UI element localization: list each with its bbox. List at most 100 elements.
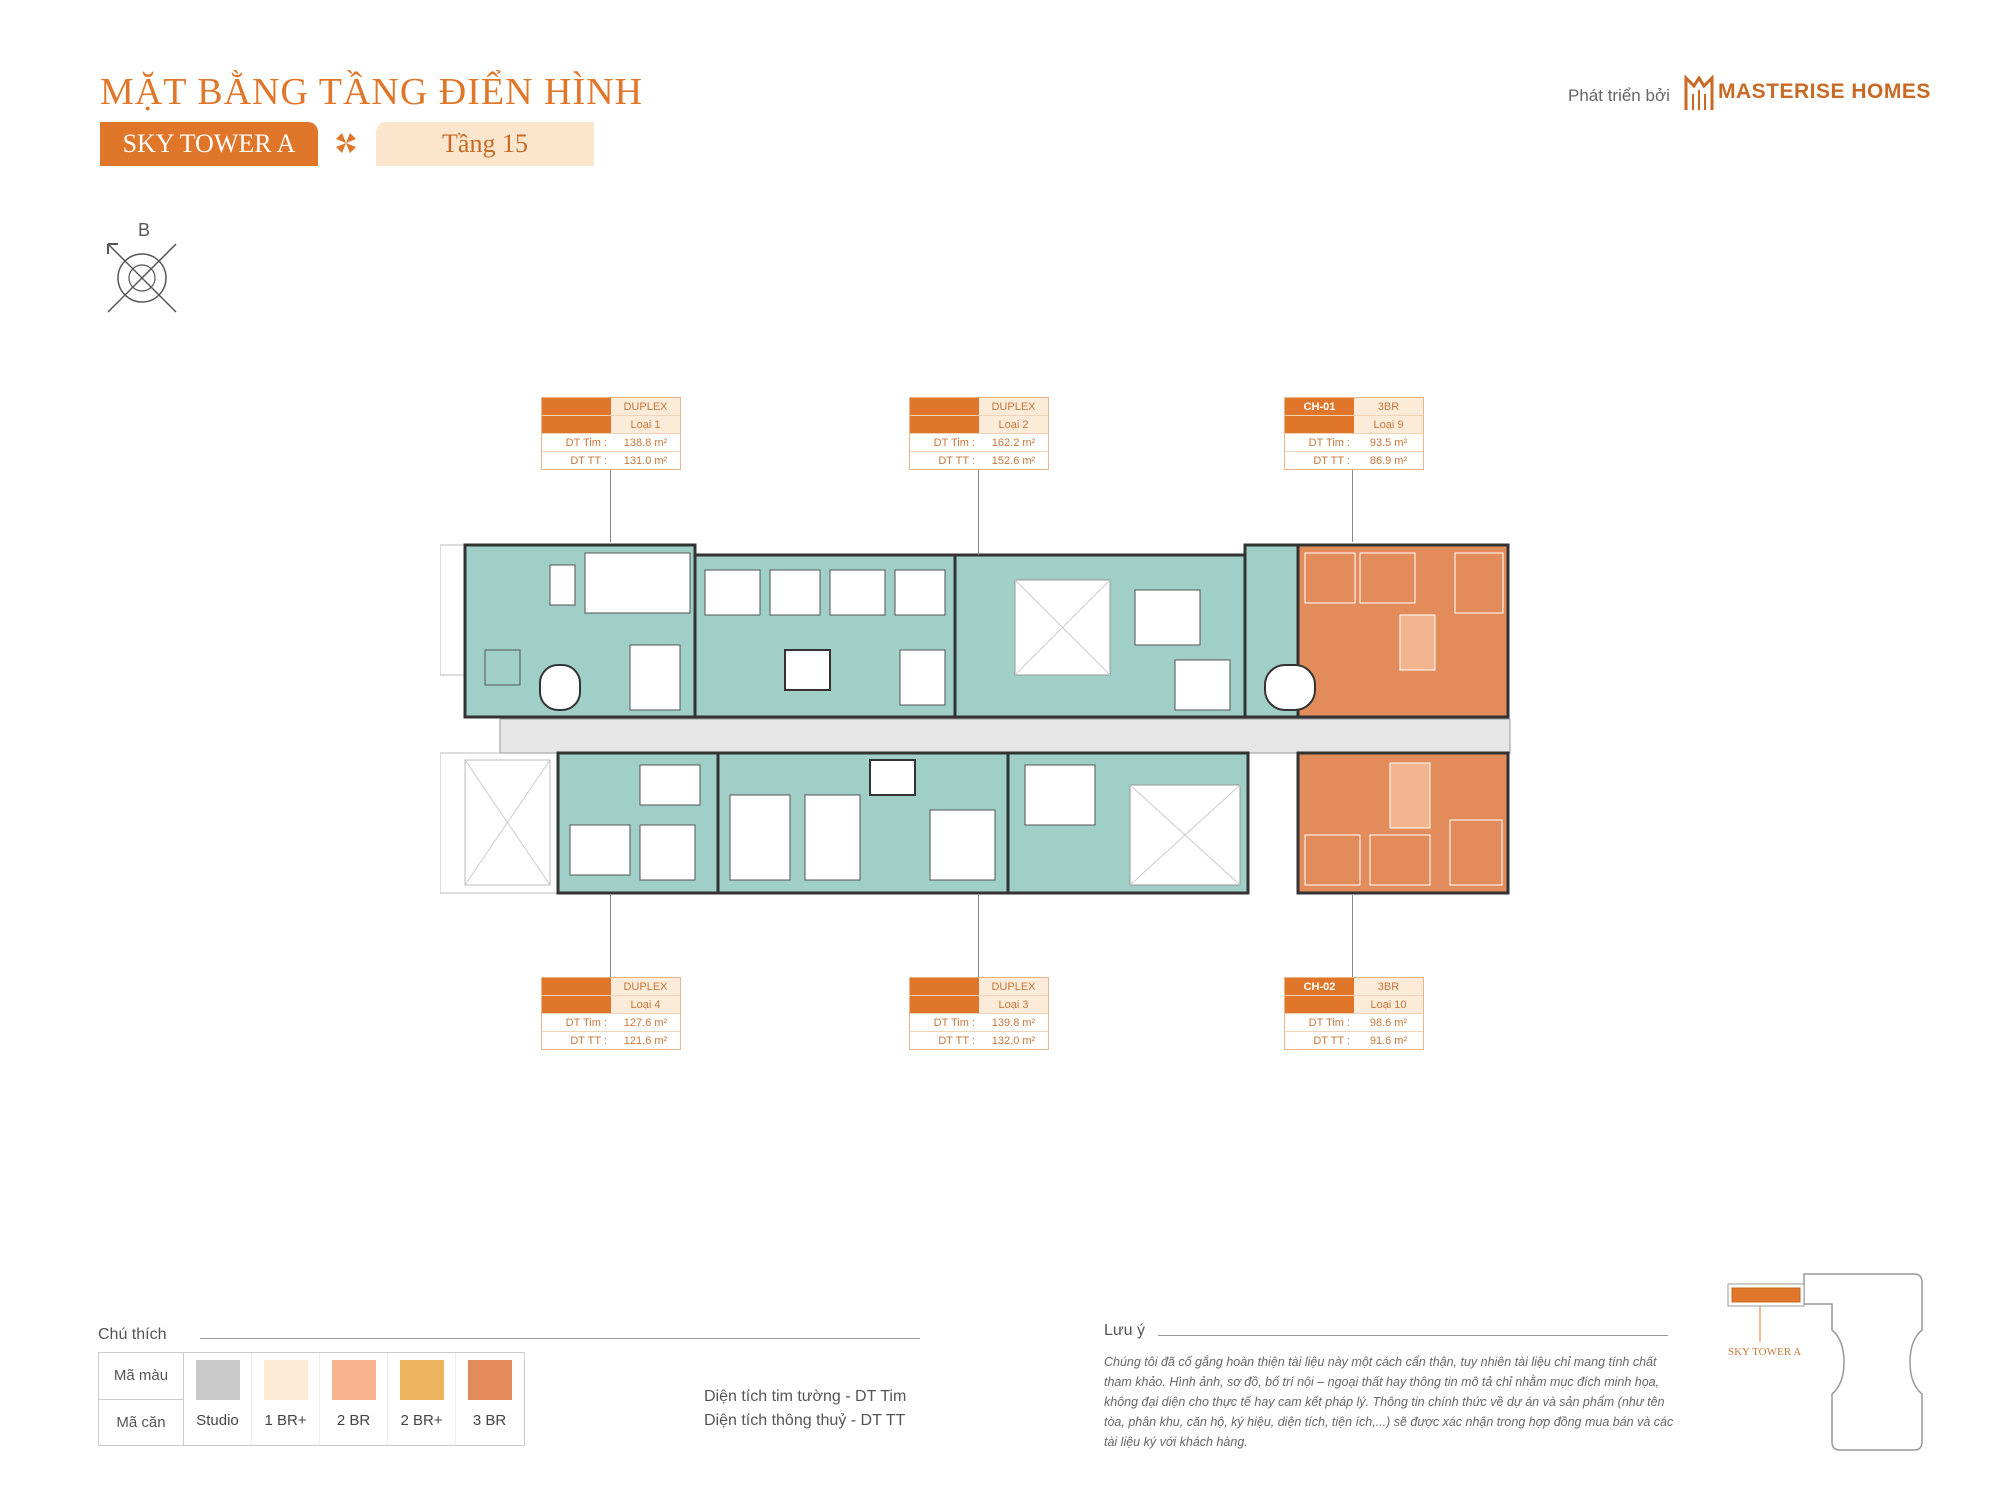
floor-tag: Tầng 15 <box>376 122 594 166</box>
legend-item: 2 BR <box>320 1353 388 1445</box>
area-def-tim: Diện tích tim tường - DT Tim <box>704 1388 907 1405</box>
area-def-tt: Diện tích thông thuỷ - DT TT <box>704 1412 906 1429</box>
legend-swatch <box>467 1360 512 1400</box>
area-key: DT Tim : <box>565 436 607 449</box>
legend-swatch <box>263 1360 308 1400</box>
key-map-label: SKY TOWER A <box>1728 1346 1802 1358</box>
area-value: 139.8 m² <box>991 1016 1036 1029</box>
unit-type: 3BR <box>1354 398 1423 415</box>
area-key: DT Tim : <box>1308 436 1350 449</box>
unit-code <box>542 398 611 415</box>
unit-duplex-top-right <box>953 553 1247 719</box>
page-title: MẶT BẰNG TẦNG ĐIỂN HÌNH <box>100 71 644 113</box>
unit-ch02 <box>1296 751 1510 895</box>
unit-type: 3BR <box>1354 978 1423 995</box>
developer-label: Phát triển bởi <box>1568 86 1670 105</box>
disclaimer-text: Chúng tôi đã cố gắng hoàn thiện tài liệu… <box>1104 1355 1674 1449</box>
tower-tag: SKY TOWER A <box>100 122 318 166</box>
legend-item: 2 BR+ <box>388 1353 456 1445</box>
area-key: DT Tim : <box>933 436 975 449</box>
key-map <box>1727 1273 1923 1451</box>
unit-variant: Loại 9 <box>1354 416 1423 433</box>
area-key: DT TT : <box>1313 454 1350 467</box>
floor-plan <box>440 543 1511 895</box>
area-value: 86.9 m² <box>1369 454 1408 467</box>
divider <box>1158 1335 1668 1336</box>
area-key: DT TT : <box>938 1034 975 1047</box>
legend-table: Mã màu Mã căn Studio 1 BR+ 2 BR 2 BR+ 3 … <box>98 1352 525 1446</box>
area-value: 132.0 m² <box>991 1034 1036 1047</box>
unit-type: DUPLEX <box>979 398 1048 415</box>
area-key: DT Tim : <box>565 1016 607 1029</box>
legend-item-name: 3 BR <box>472 1412 507 1429</box>
legend-item-name: 2 BR <box>336 1412 371 1429</box>
legend-item: Studio <box>184 1353 252 1445</box>
area-value: 152.6 m² <box>991 454 1036 467</box>
unit-info-box: DUPLEX Loại 4 DT Tim : 127.6 m² DT TT : 12… <box>541 977 681 1050</box>
leader-line <box>610 895 611 983</box>
unit-duplex-1 <box>463 543 697 719</box>
area-key: DT Tim : <box>1308 1016 1350 1029</box>
area-key: DT Tim : <box>933 1016 975 1029</box>
compass-icon: B <box>107 222 177 313</box>
unit-code <box>910 398 979 415</box>
compass-letter: B <box>138 222 150 240</box>
unit-variant: Loại 1 <box>611 416 680 433</box>
unit-duplex-bottom-right <box>1006 751 1250 895</box>
unit-variant: Loại 4 <box>611 996 680 1013</box>
area-value: 98.6 m² <box>1369 1016 1408 1029</box>
divider <box>200 1338 920 1339</box>
unit-code <box>910 978 979 995</box>
corridor <box>499 718 1511 754</box>
legend-row-color: Mã màu <box>99 1353 183 1400</box>
unit-code: CH-02 <box>1285 978 1354 995</box>
note-label: Lưu ý <box>1104 1322 1145 1339</box>
unit-variant: Loại 3 <box>979 996 1048 1013</box>
unit-duplex-3 <box>716 751 1010 895</box>
area-value: 93.5 m² <box>1369 436 1408 449</box>
unit-code <box>542 978 611 995</box>
area-key: DT TT : <box>1313 1034 1350 1047</box>
masterise-logo-icon <box>1684 74 1714 110</box>
area-value: 121.6 m² <box>623 1034 668 1047</box>
unit-type: DUPLEX <box>611 398 680 415</box>
unit-info-box: DUPLEX Loại 3 DT Tim : 139.8 m² DT TT : 13… <box>909 977 1049 1050</box>
legend-swatch <box>195 1360 240 1400</box>
legend-item-name: 2 BR+ <box>400 1412 443 1429</box>
legend-label: Chú thích <box>98 1326 167 1343</box>
area-value: 131.0 m² <box>623 454 668 467</box>
legend-item: 1 BR+ <box>252 1353 320 1445</box>
separator-icon <box>336 133 356 153</box>
leader-line <box>1352 470 1353 542</box>
unit-ch01 <box>1243 543 1510 719</box>
unit-code: CH-01 <box>1285 398 1354 415</box>
brand-name: MASTERISE HOMES <box>1718 80 1931 103</box>
unit-duplex-2 <box>693 553 957 719</box>
shaft-left-bottom <box>440 752 559 894</box>
leader-line <box>610 470 611 542</box>
area-key: DT TT : <box>570 454 607 467</box>
leader-line <box>978 470 979 555</box>
legend-item-name: 1 BR+ <box>264 1412 307 1429</box>
leader-line <box>1352 895 1353 983</box>
legend-swatch <box>331 1360 376 1400</box>
legend-swatch <box>399 1360 444 1400</box>
unit-variant: Loại 10 <box>1354 996 1423 1013</box>
leader-line <box>978 895 979 983</box>
area-key: DT TT : <box>570 1034 607 1047</box>
unit-info-box: DUPLEX Loại 2 DT Tim : 162.2 m² DT TT : 15… <box>909 397 1049 470</box>
area-value: 127.6 m² <box>623 1016 668 1029</box>
unit-type: DUPLEX <box>979 978 1048 995</box>
legend-item: 3 BR <box>456 1353 523 1445</box>
area-value: 91.6 m² <box>1369 1034 1408 1047</box>
legend-row-unit: Mã căn <box>116 1413 166 1431</box>
area-key: DT TT : <box>938 454 975 467</box>
legend-item-name: Studio <box>196 1412 239 1429</box>
unit-type: DUPLEX <box>611 978 680 995</box>
area-value: 162.2 m² <box>991 436 1036 449</box>
unit-variant: Loại 2 <box>979 416 1048 433</box>
unit-info-box: DUPLEX Loại 1 DT Tim :138.8 m² DT TT :13… <box>541 397 681 470</box>
unit-duplex-4 <box>556 751 720 895</box>
